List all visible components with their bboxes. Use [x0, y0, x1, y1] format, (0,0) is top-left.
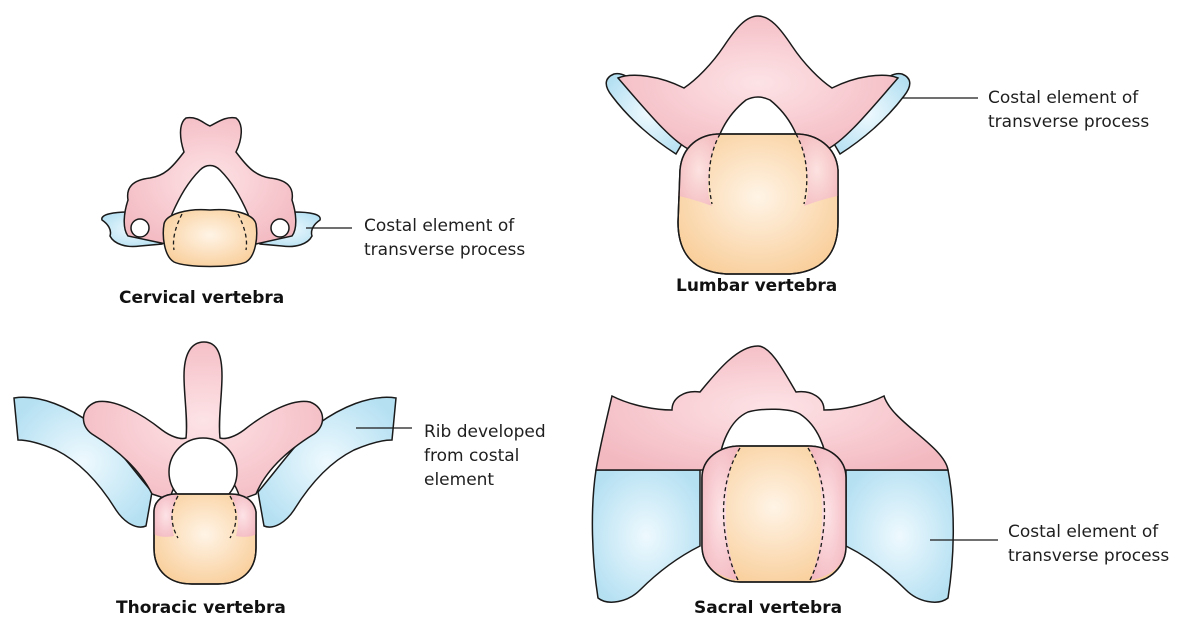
lumbar-costal-label-line1: Costal element of [988, 86, 1149, 110]
cervical-vertebral-body [163, 210, 256, 267]
lumbar-costal-label-line2: transverse process [988, 110, 1149, 134]
lumbar-vertebra-figure [606, 16, 978, 274]
sacral-costal-element-left [592, 470, 700, 602]
sacral-costal-label-line2: transverse process [1008, 544, 1169, 568]
thoracic-rib-label: Rib developed from costal element [424, 420, 546, 492]
sacral-caption: Sacral vertebra [694, 598, 842, 618]
cervical-costal-label-line2: transverse process [364, 238, 525, 262]
sacral-costal-label: Costal element of transverse process [1008, 520, 1169, 568]
cervical-caption: Cervical vertebra [119, 288, 284, 308]
sacral-vertebra-figure [592, 346, 998, 602]
thoracic-caption: Thoracic vertebra [116, 598, 286, 618]
sacral-costal-element-right [846, 470, 953, 602]
cervical-vertebra-figure [102, 118, 352, 267]
thoracic-rib-label-line2: from costal [424, 444, 546, 468]
thoracic-rib-label-line3: element [424, 468, 546, 492]
cervical-foramen-transversarium-left [131, 219, 149, 237]
thoracic-vertebra-figure [14, 342, 412, 584]
lumbar-caption: Lumbar vertebra [676, 276, 837, 296]
cervical-costal-label: Costal element of transverse process [364, 214, 525, 262]
lumbar-costal-label: Costal element of transverse process [988, 86, 1149, 134]
cervical-costal-label-line1: Costal element of [364, 214, 525, 238]
thoracic-rib-label-line1: Rib developed [424, 420, 546, 444]
sacral-costal-label-line1: Costal element of [1008, 520, 1169, 544]
cervical-foramen-transversarium-right [271, 219, 289, 237]
